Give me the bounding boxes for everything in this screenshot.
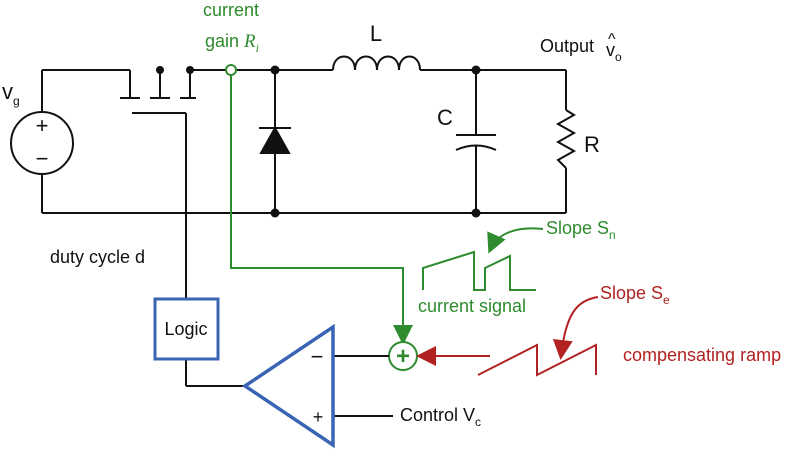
junction-dot xyxy=(471,65,481,75)
inductor-coil xyxy=(332,55,421,71)
current-gain-label-line1: current xyxy=(203,0,259,20)
source-plus-sign: + xyxy=(36,113,49,138)
vg-label: vg xyxy=(2,79,20,108)
duty-cycle-label: duty cycle d xyxy=(50,247,145,267)
slope-sn-label: Slope Sn xyxy=(546,218,616,242)
output-label: Output ^vo xyxy=(540,31,622,64)
current-sense-path xyxy=(225,64,413,345)
comparator xyxy=(241,323,335,449)
junction-dot xyxy=(186,66,194,74)
source-minus-sign: − xyxy=(36,146,49,171)
logic-block xyxy=(153,297,220,361)
inductor-label: L xyxy=(370,21,382,46)
logic-label: Logic xyxy=(164,319,207,339)
capacitor xyxy=(455,70,497,213)
resistor-label: R xyxy=(584,132,600,157)
compensating-ramp-label: compensating ramp xyxy=(623,345,781,365)
voltage-source-vg: + − xyxy=(10,111,74,175)
current-gain-label-line2: gain Ri xyxy=(205,31,259,55)
load-resistor xyxy=(555,109,577,169)
slope-sn-arrow xyxy=(487,227,544,254)
freewheeling-diode xyxy=(259,70,291,213)
summer-plus-symbol: + xyxy=(396,343,410,370)
control-wiring xyxy=(185,355,393,417)
capacitor-label: C xyxy=(437,105,453,130)
summing-junction: + xyxy=(388,341,418,371)
compensating-ramp-waveform xyxy=(477,343,597,377)
comparator-minus-input: − xyxy=(311,344,324,369)
junction-dot xyxy=(270,65,280,75)
junction-dot xyxy=(156,66,164,74)
comparator-plus-input: + xyxy=(313,407,324,427)
mosfet-switch xyxy=(120,70,196,298)
junction-dot xyxy=(471,208,481,218)
slope-se-arrow xyxy=(552,296,599,360)
current-signal-waveform xyxy=(422,250,536,291)
power-stage xyxy=(41,69,567,214)
slope-se-label: Slope Se xyxy=(600,283,670,307)
control-vc-label: Control Vc xyxy=(400,405,481,429)
junction-dot xyxy=(270,208,280,218)
current-signal-label: current signal xyxy=(418,296,526,316)
